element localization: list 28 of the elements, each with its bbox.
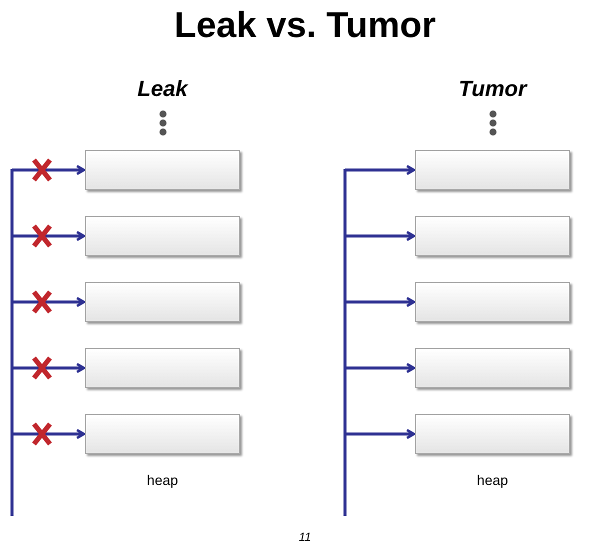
memory-block	[415, 282, 570, 322]
memory-block	[415, 150, 570, 190]
memory-block	[415, 414, 570, 454]
heap-label: heap	[476, 472, 510, 488]
arrow	[12, 362, 86, 374]
memory-block	[85, 414, 240, 454]
arrow	[12, 164, 86, 176]
panel-heading: Tumor	[457, 76, 528, 102]
memory-block	[85, 216, 240, 256]
arrow	[12, 230, 86, 242]
heap-label: heap	[146, 472, 180, 488]
memory-block	[415, 216, 570, 256]
memory-block	[85, 150, 240, 190]
trunk-line	[10, 169, 14, 516]
title: Leak vs. Tumor	[173, 4, 437, 46]
arrow	[12, 428, 86, 440]
arrow	[345, 164, 416, 176]
page-number: 11	[298, 530, 312, 544]
arrow	[345, 230, 416, 242]
arrow	[345, 296, 416, 308]
memory-block	[85, 282, 240, 322]
panel-heading: Leak	[136, 76, 190, 102]
arrow	[345, 428, 416, 440]
memory-block	[85, 348, 240, 388]
trunk-line	[344, 169, 346, 516]
arrow	[12, 296, 86, 308]
memory-block	[415, 348, 570, 388]
arrow	[345, 362, 416, 374]
